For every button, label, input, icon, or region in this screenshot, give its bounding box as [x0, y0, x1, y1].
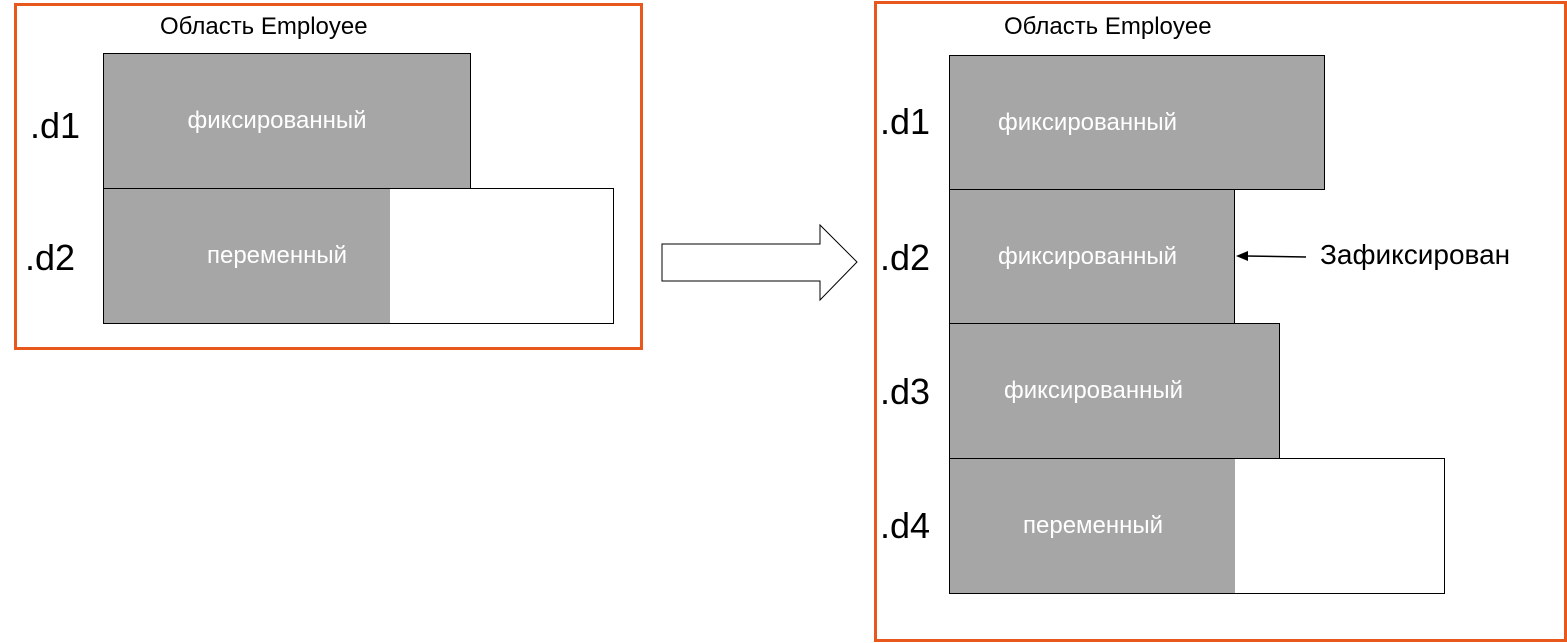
after-segment-label-d3: .d3	[880, 371, 931, 412]
before-segment-label-d1: .d1	[30, 105, 81, 146]
after-segment-d3-block: фиксированный	[949, 323, 1280, 459]
left-arrow-icon	[1236, 251, 1307, 261]
after-segment-label-d1: .d1	[880, 101, 931, 142]
after-segment-d3-text: фиксированный	[1004, 377, 1184, 404]
after-segment-label-d4: .d4	[880, 505, 931, 546]
after-segment-d4-fill	[950, 459, 1235, 593]
after-segment-d4-block: переменный	[949, 458, 1445, 594]
before-segment-d1-text: фиксированный	[187, 107, 367, 134]
annotation-fixed-text: Зафиксирован	[1320, 239, 1511, 270]
before-segment-label-d2: .d2	[25, 237, 76, 278]
after-segment-d2-block: фиксированный	[949, 189, 1235, 324]
before-segment-d2-fill	[104, 189, 390, 323]
after-segment-d1-text: фиксированный	[998, 108, 1178, 136]
before-segment-d2-block: переменный	[103, 188, 614, 324]
before-panel-title: Область Employee	[160, 13, 368, 40]
after-segment-d4-text: переменный	[1023, 512, 1164, 539]
right-arrow-icon	[661, 223, 858, 302]
before-panel	[14, 3, 643, 350]
before-segment-d2-text: переменный	[206, 242, 348, 269]
after-segment-label-d2: .d2	[880, 237, 931, 278]
after-panel	[874, 1, 1567, 642]
after-segment-d1-block: фиксированный	[949, 55, 1325, 190]
after-panel-title: Область Employee	[1004, 13, 1212, 40]
after-segment-d2-text: фиксированный	[998, 242, 1178, 270]
